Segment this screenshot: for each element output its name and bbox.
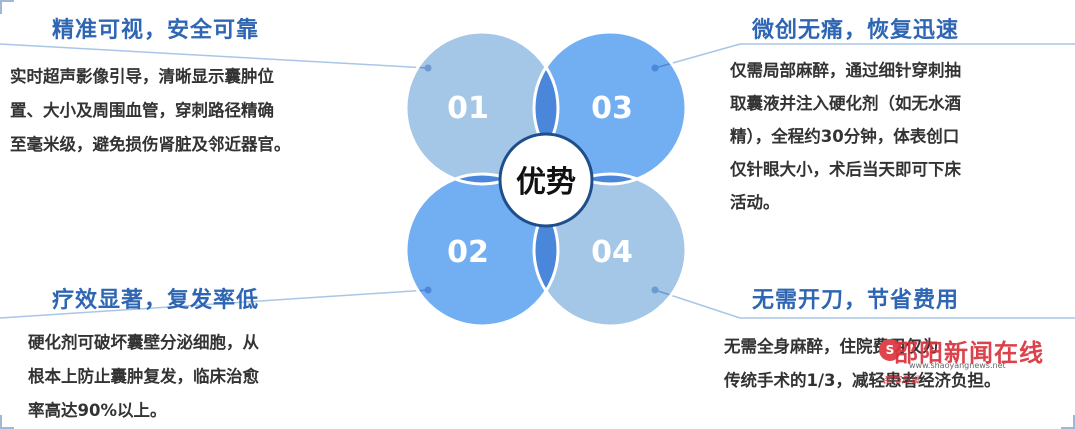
text-line: 仅针眼大小，术后当天即可下床 [730,160,961,179]
center-circle [498,132,594,228]
heading-top-left: 精准可视，安全可靠 [52,18,260,43]
center-label: 优势 [516,165,576,200]
petal-number-01: 01 [447,91,489,126]
heading-bottom-left: 疗效显著，复发率低 [52,288,260,313]
corner-decoration [0,415,14,429]
text-line: 根本上防止囊肿复发，临床治愈 [28,367,259,386]
text-line: 至毫米级，避免损伤肾脏及邻近器官。 [10,135,291,154]
text-line: 实时超声影像引导，清晰显示囊肿位 [10,67,274,86]
text-line: 率高达90%以上。 [28,401,167,420]
petal-number-03: 03 [591,91,633,126]
text-line: 传统手术的1/3，减轻患者经济负担。 [724,371,1001,390]
heading-bottom-right: 无需开刀，节省费用 [752,288,960,313]
corner-decoration [1061,415,1075,429]
text-line: 取囊液并注入硬化剂（如无水酒 [730,94,961,113]
petal-separators [404,30,688,328]
petal-number-02: 02 [447,235,489,270]
watermark-logo-icon: S [879,339,901,361]
text-top-right: 仅需局部麻醉，通过细针穿刺抽 取囊液并注入硬化剂（如无水酒 精），全程约30分钟… [730,54,1070,219]
watermark-name: 邵阳新闻在线 [894,338,1044,367]
connector-line-bottom-left [0,289,429,319]
text-top-left: 实时超声影像引导，清晰显示囊肿位 置、大小及周围血管，穿刺路径精确 至毫米级，避… [10,60,390,162]
watermark-sub: 邵阳日报 [883,376,920,386]
connector-line-top-left [0,43,429,69]
text-line: 仅需局部麻醉，通过细针穿刺抽 [730,61,961,80]
corner-decoration [0,0,14,14]
text-line: 精），全程约30分钟，体表创口 [730,127,960,146]
text-line: 活动。 [730,193,780,212]
petal-number-04: 04 [591,235,633,270]
text-line: 置、大小及周围血管，穿刺路径精确 [10,101,274,120]
text-line: 硬化剂可破坏囊壁分泌细胞，从 [28,333,259,352]
text-bottom-left: 硬化剂可破坏囊壁分泌细胞，从 根本上防止囊肿复发，临床治愈 率高达90%以上。 [28,326,388,428]
watermark: S 邵阳新闻在线 www.shaoyangnews.net 邵阳日报 [879,327,1043,387]
heading-top-right: 微创无痛，恢复迅速 [752,18,960,43]
watermark-url: www.shaoyangnews.net [909,361,1006,370]
